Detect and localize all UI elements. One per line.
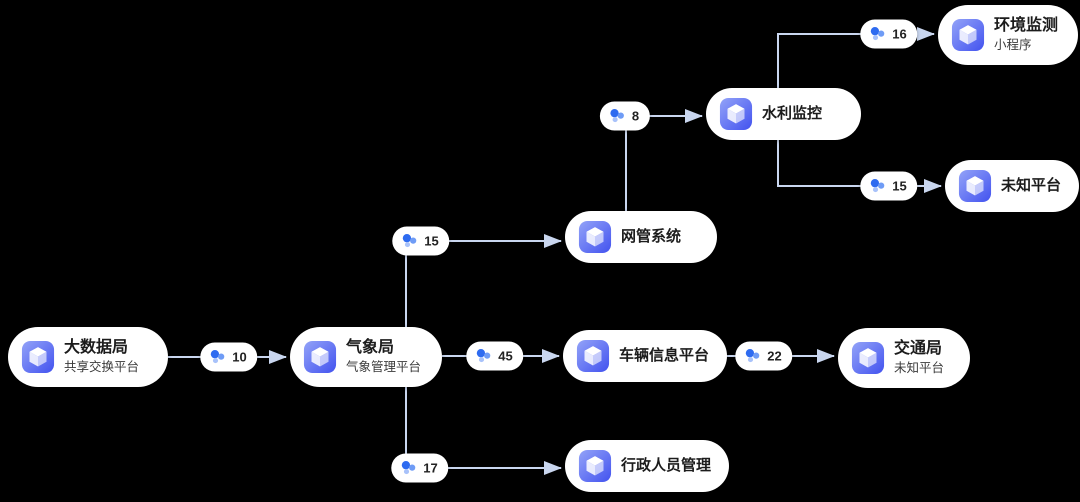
platform-cube-icon [303, 340, 337, 374]
edge-count-badge[interactable]: 45 [466, 341, 524, 371]
node-text: 网管系统 [621, 227, 681, 247]
node-title: 环境监测 [994, 17, 1059, 35]
node-network-management-system[interactable]: 网管系统 [565, 211, 717, 263]
data-cluster-icon [744, 348, 761, 365]
data-cluster-icon [209, 349, 226, 366]
node-traffic-bureau[interactable]: 交通局 未知平台 [838, 328, 970, 388]
data-cluster-icon [869, 178, 886, 195]
node-text: 气象局 气象管理平台 [346, 338, 421, 375]
edge-count: 45 [498, 348, 513, 364]
platform-cube-icon [578, 449, 612, 483]
node-text: 大数据局 共享交换平台 [64, 338, 139, 375]
edge-count: 15 [424, 233, 439, 249]
node-title: 交通局 [894, 340, 943, 358]
edge-count: 8 [631, 108, 640, 124]
platform-cube-icon [576, 339, 610, 373]
data-cluster-icon [401, 233, 418, 250]
edge-count: 10 [232, 349, 247, 365]
edge-line [777, 140, 942, 193]
node-title: 网管系统 [621, 228, 682, 246]
node-title: 行政人员管理 [621, 457, 712, 475]
edge-count: 17 [423, 460, 438, 476]
node-title: 车辆信息平台 [619, 347, 710, 365]
node-text: 环境监测 小程序 [994, 16, 1058, 53]
node-subtitle: 小程序 [994, 38, 1032, 53]
node-text: 行政人员管理 [621, 456, 711, 476]
edge-count-badge[interactable]: 17 [391, 453, 449, 483]
edge-count-badge[interactable]: 8 [599, 101, 651, 131]
platform-cube-icon [851, 341, 885, 375]
node-text: 未知平台 [1001, 176, 1061, 196]
edge-count-badge[interactable]: 15 [860, 171, 918, 201]
node-subtitle: 气象管理平台 [346, 360, 422, 375]
node-text: 交通局 未知平台 [894, 339, 944, 376]
node-admin-personnel-management[interactable]: 行政人员管理 [565, 440, 730, 492]
node-unknown-platform[interactable]: 未知平台 [945, 160, 1080, 212]
platform-cube-icon [719, 97, 753, 131]
edge-count: 15 [892, 178, 907, 194]
node-meteorological-bureau[interactable]: 气象局 气象管理平台 [290, 327, 442, 387]
data-cluster-icon [475, 348, 492, 365]
node-title: 大数据局 [64, 339, 129, 357]
data-cluster-icon [609, 108, 626, 125]
data-cluster-icon [869, 26, 886, 43]
edge-count: 16 [892, 26, 907, 42]
edge-count-badge[interactable]: 15 [392, 226, 450, 256]
node-title: 未知平台 [1001, 177, 1062, 195]
platform-cube-icon [578, 220, 612, 254]
data-cluster-icon [400, 460, 417, 477]
node-environment-monitoring-miniapp[interactable]: 环境监测 小程序 [938, 5, 1078, 65]
node-text: 水利监控 [762, 104, 822, 124]
node-subtitle: 共享交换平台 [64, 360, 140, 375]
node-big-data-bureau[interactable]: 大数据局 共享交换平台 [8, 327, 168, 387]
node-text: 车辆信息平台 [619, 346, 709, 366]
node-vehicle-info-platform[interactable]: 车辆信息平台 [563, 330, 728, 382]
node-water-conservancy-monitoring[interactable]: 水利监控 [706, 88, 861, 140]
edge-count-badge[interactable]: 22 [735, 341, 793, 371]
platform-cube-icon [951, 18, 985, 52]
edge-count-badge[interactable]: 10 [200, 342, 258, 372]
edge-count-badge[interactable]: 16 [860, 19, 918, 49]
edge-count: 22 [767, 348, 782, 364]
platform-cube-icon [958, 169, 992, 203]
platform-cube-icon [21, 340, 55, 374]
node-subtitle: 未知平台 [894, 361, 945, 376]
node-title: 气象局 [346, 339, 395, 357]
node-title: 水利监控 [762, 105, 823, 123]
